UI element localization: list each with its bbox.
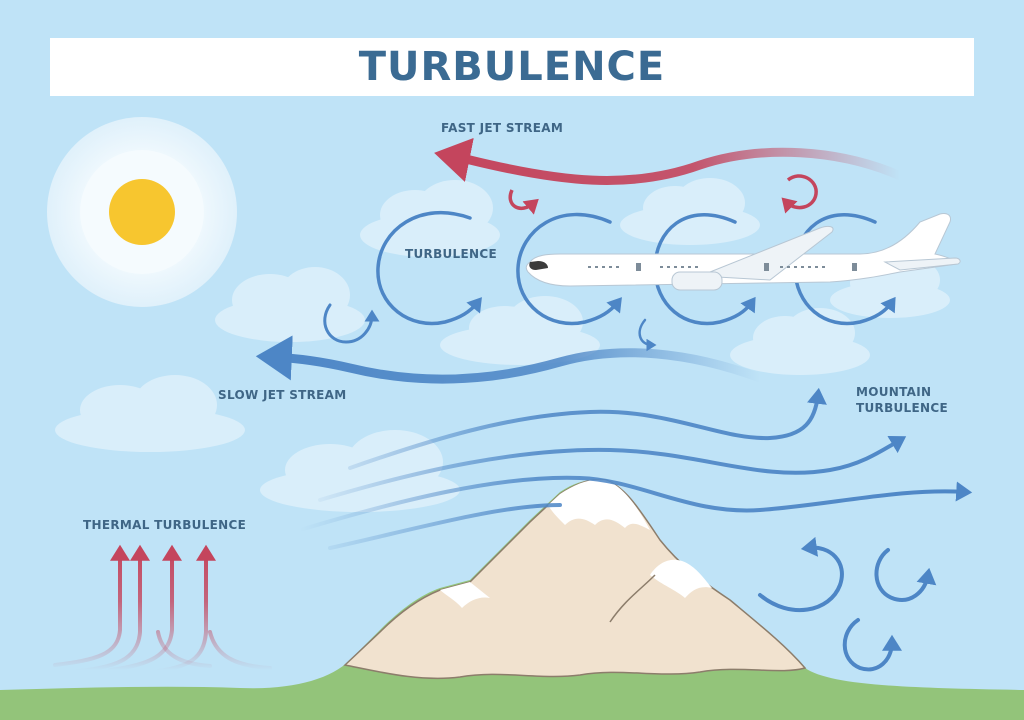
red-curl-arrow: [508, 189, 539, 215]
cloud: [215, 267, 365, 342]
thermal-turbulence-arrows: [53, 544, 272, 674]
small-swirl-arrow: [323, 303, 380, 344]
turbulence-swirl-arrow: [376, 211, 482, 326]
airplane-icon: [525, 213, 961, 291]
thermal-turbulence-label: THERMAL TURBULENCE: [83, 518, 247, 532]
wind-line-arrow: [298, 475, 973, 532]
turbulence-swirl-arrow: [653, 213, 756, 326]
mountain-wind-lines: [298, 387, 973, 550]
fast-jet-stream-label: FAST JET STREAM: [441, 121, 564, 135]
wind-line: [328, 503, 562, 550]
cloud: [440, 296, 600, 365]
turbulence-swirl-arrow: [793, 213, 896, 326]
thermal-arrow: [156, 630, 212, 668]
thermal-arrow: [53, 544, 130, 667]
mountain-turbulence-line2: TURBULENCE: [856, 401, 948, 415]
mountain-turbulence-label: MOUNTAIN TURBULENCE: [856, 384, 948, 416]
mountain-icon: [0, 478, 1024, 720]
mountain-swirl-arrow: [758, 536, 844, 612]
red-curl-arrow: [781, 174, 818, 214]
wind-line-arrow: [348, 387, 827, 470]
thermal-arrow: [108, 544, 182, 672]
slow-jet-stream-arrow: [255, 335, 765, 384]
turbulence-swirls: [323, 211, 896, 352]
wind-line-arrow: [318, 435, 907, 502]
page-title: TURBULENCE: [358, 44, 666, 90]
slow-jet-stream-label: SLOW JET STREAM: [218, 388, 347, 402]
thermal-arrow: [68, 544, 150, 674]
mountain-turbulence-line1: MOUNTAIN: [856, 385, 932, 399]
cloud: [730, 308, 870, 375]
small-swirl-arrow: [638, 318, 657, 352]
turbulence-swirl-arrow: [516, 212, 622, 326]
title-banner: TURBULENCE: [50, 38, 974, 96]
thermal-arrow: [148, 544, 216, 674]
mountain-swirl-arrow: [842, 618, 902, 672]
mountain-turbulence-swirls: [758, 536, 937, 672]
cloud: [55, 375, 245, 452]
cloud: [620, 178, 760, 245]
cloud: [360, 180, 500, 257]
thermal-arrow: [208, 630, 272, 670]
turbulence-label: TURBULENCE: [405, 247, 497, 261]
fast-jet-stream-arrow: [434, 137, 910, 185]
sun-icon: [47, 117, 237, 307]
mountain-swirl-arrow: [874, 548, 937, 602]
